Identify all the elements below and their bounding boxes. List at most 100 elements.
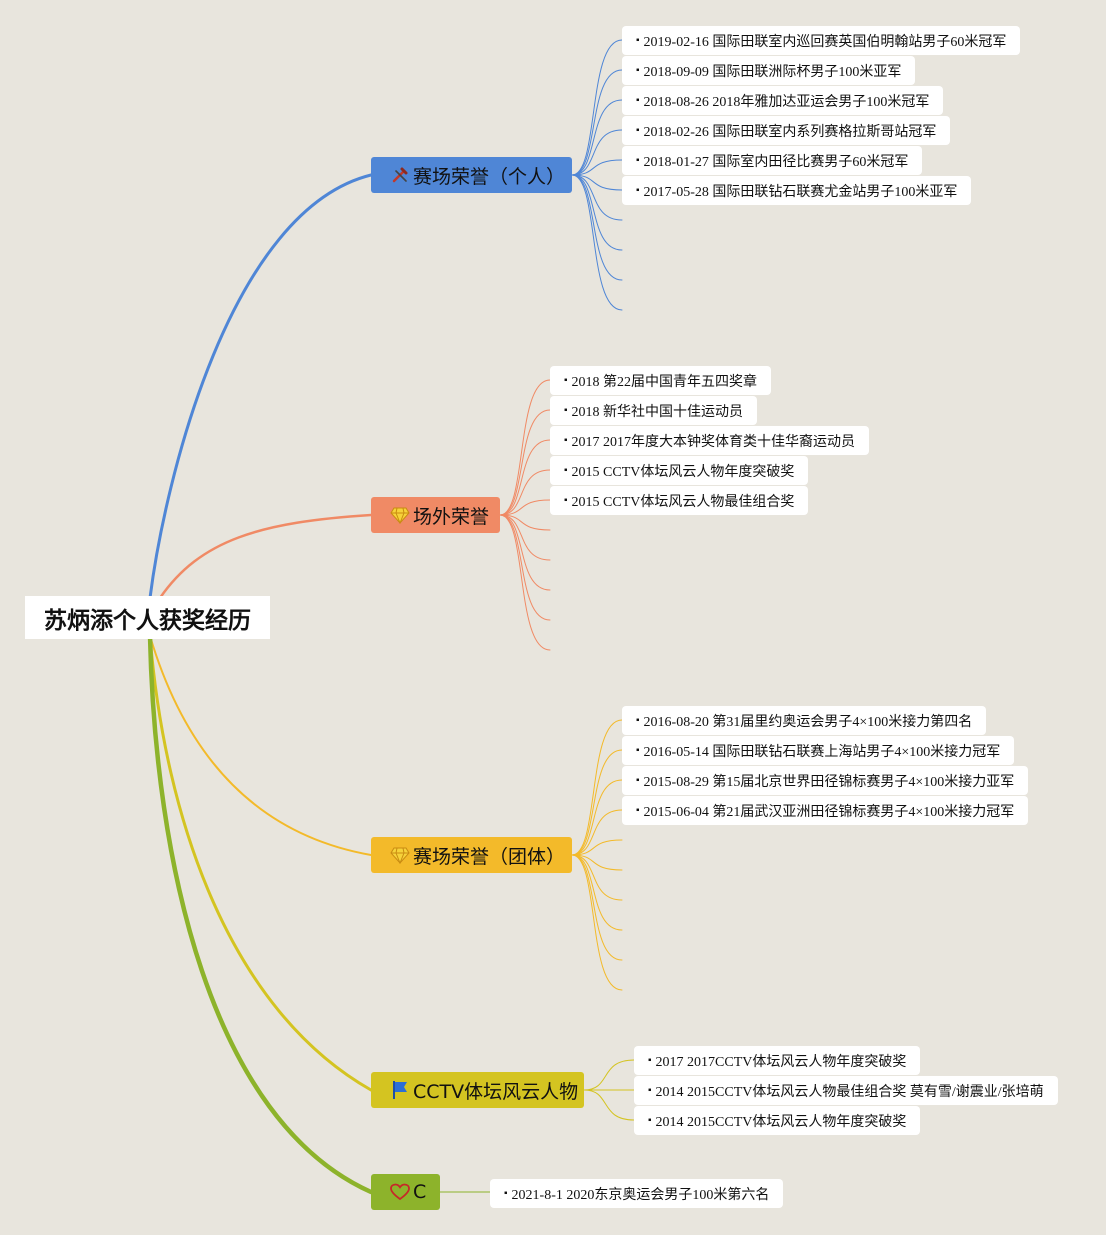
leaf-text: 2017 2017年度大本钟奖体育类十佳华裔运动员 bbox=[571, 434, 856, 450]
connector-line bbox=[571, 99, 623, 176]
leaf-text: 2017 2017CCTV体坛风云人物年度突破奖 bbox=[655, 1054, 907, 1070]
leaf-text: 2014 2015CCTV体坛风云人物年度突破奖 bbox=[655, 1114, 907, 1130]
connector-line bbox=[571, 854, 623, 961]
connector-line bbox=[571, 174, 623, 281]
connector-line bbox=[499, 439, 551, 516]
branch-label: CCTV体坛风云人物 bbox=[413, 1080, 579, 1103]
connector-line bbox=[149, 635, 372, 856]
connector-line bbox=[571, 174, 623, 221]
root-topic-label: 苏炳添个人获奖经历 bbox=[44, 607, 251, 634]
branch-c[interactable]: C bbox=[371, 1174, 440, 1210]
tools-icon bbox=[389, 164, 411, 186]
branch-label: 场外荣誉 bbox=[413, 505, 490, 528]
leaf-text: 2018-08-26 2018年雅加达亚运会男子100米冠军 bbox=[643, 94, 930, 110]
list-item[interactable]: ▪2018 新华社中国十佳运动员 bbox=[550, 396, 758, 425]
connector-line bbox=[499, 469, 551, 516]
connector-line bbox=[571, 854, 623, 901]
list-item[interactable]: ▪2018-01-27 国际室内田径比赛男子60米冠军 bbox=[622, 146, 923, 175]
connector-line bbox=[571, 809, 623, 856]
bullet-icon: ▪ bbox=[648, 1055, 652, 1066]
connector-line bbox=[571, 174, 623, 251]
bullet-icon: ▪ bbox=[564, 435, 568, 446]
branch-cctv-awards[interactable]: CCTV体坛风云人物 bbox=[371, 1072, 584, 1108]
bullet-icon: ▪ bbox=[648, 1085, 652, 1096]
connector-line bbox=[499, 514, 551, 531]
list-item[interactable]: ▪2015 CCTV体坛风云人物年度突破奖 bbox=[550, 456, 809, 485]
connector-line bbox=[147, 633, 374, 1195]
leaf-text: 2015-08-29 第15届北京世界田径锦标赛男子4×100米接力亚军 bbox=[643, 774, 1015, 790]
connector-line bbox=[148, 173, 373, 600]
leaf-text: 2015 CCTV体坛风云人物最佳组合奖 bbox=[571, 494, 795, 510]
connector-line bbox=[148, 634, 373, 1092]
list-item[interactable]: ▪2016-08-20 第31届里约奥运会男子4×100米接力第四名 bbox=[622, 706, 987, 735]
connector-line bbox=[571, 854, 623, 871]
connector-line bbox=[499, 499, 551, 516]
connector-line bbox=[571, 39, 623, 176]
bullet-icon: ▪ bbox=[564, 405, 568, 416]
bullet-icon: ▪ bbox=[636, 805, 640, 816]
list-item[interactable]: ▪2015-08-29 第15届北京世界田径锦标赛男子4×100米接力亚军 bbox=[622, 766, 1029, 795]
connector-line bbox=[499, 514, 551, 651]
leaf-text: 2014 2015CCTV体坛风云人物最佳组合奖 莫有雪/谢震业/张培萌 bbox=[655, 1084, 1044, 1100]
bullet-icon: ▪ bbox=[636, 95, 640, 106]
list-item[interactable]: ▪2021-8-1 2020东京奥运会男子100米第六名 bbox=[490, 1179, 784, 1208]
branch-team-honors[interactable]: 赛场荣誉（团体） bbox=[371, 837, 572, 873]
leaf-text: 2015-06-04 第21届武汉亚洲田径锦标赛男子4×100米接力冠军 bbox=[643, 804, 1015, 820]
branch-offfield-honors[interactable]: 场外荣誉 bbox=[371, 497, 500, 533]
list-item[interactable]: ▪2018-02-26 国际田联室内系列赛格拉斯哥站冠军 bbox=[622, 116, 951, 145]
root-topic[interactable]: 苏炳添个人获奖经历 bbox=[25, 596, 270, 639]
leaf-text: 2018-09-09 国际田联洲际杯男子100米亚军 bbox=[643, 64, 902, 80]
branch-label: 赛场荣誉（团体） bbox=[413, 845, 566, 868]
connector-line bbox=[571, 129, 623, 176]
bullet-icon: ▪ bbox=[636, 155, 640, 166]
connector-line bbox=[499, 409, 551, 516]
connector-line bbox=[583, 1089, 635, 1121]
list-item[interactable]: ▪2015 CCTV体坛风云人物最佳组合奖 bbox=[550, 486, 809, 515]
bullet-icon: ▪ bbox=[636, 745, 640, 756]
flag-icon bbox=[389, 1079, 411, 1101]
leaf-text: 2017-05-28 国际田联钻石联赛尤金站男子100米亚军 bbox=[643, 184, 958, 200]
list-item[interactable]: ▪2016-05-14 国际田联钻石联赛上海站男子4×100米接力冠军 bbox=[622, 736, 1015, 765]
bullet-icon: ▪ bbox=[564, 465, 568, 476]
connector-line bbox=[571, 749, 623, 856]
list-item[interactable]: ▪2019-02-16 国际田联室内巡回赛英国伯明翰站男子60米冠军 bbox=[622, 26, 1021, 55]
list-item[interactable]: ▪2017 2017CCTV体坛风云人物年度突破奖 bbox=[634, 1046, 921, 1075]
diamond-icon bbox=[389, 844, 411, 866]
list-item[interactable]: ▪2018-09-09 国际田联洲际杯男子100米亚军 bbox=[622, 56, 916, 85]
leaf-text: 2016-05-14 国际田联钻石联赛上海站男子4×100米接力冠军 bbox=[643, 744, 1001, 760]
leaf-text: 2018 新华社中国十佳运动员 bbox=[571, 404, 744, 420]
diamond-icon bbox=[389, 504, 411, 526]
list-item[interactable]: ▪2018 第22届中国青年五四奖章 bbox=[550, 366, 772, 395]
branch-label: 赛场荣誉（个人） bbox=[413, 165, 566, 188]
bullet-icon: ▪ bbox=[636, 35, 640, 46]
connector-line bbox=[571, 719, 623, 856]
bullet-icon: ▪ bbox=[636, 65, 640, 76]
leaf-text: 2019-02-16 国际田联室内巡回赛英国伯明翰站男子60米冠军 bbox=[643, 34, 1007, 50]
leaf-text: 2021-8-1 2020东京奥运会男子100米第六名 bbox=[511, 1187, 770, 1203]
leaf-text: 2018 第22届中国青年五四奖章 bbox=[571, 374, 758, 390]
bullet-icon: ▪ bbox=[636, 125, 640, 136]
bullet-icon: ▪ bbox=[564, 495, 568, 506]
bullet-icon: ▪ bbox=[636, 185, 640, 196]
list-item[interactable]: ▪2014 2015CCTV体坛风云人物最佳组合奖 莫有雪/谢震业/张培萌 bbox=[634, 1076, 1058, 1105]
connector-line bbox=[571, 854, 623, 991]
bullet-icon: ▪ bbox=[636, 715, 640, 726]
connector-line bbox=[571, 159, 623, 176]
connector-line bbox=[583, 1059, 635, 1091]
connector-line bbox=[571, 839, 623, 856]
connector-line bbox=[158, 513, 373, 600]
list-item[interactable]: ▪2014 2015CCTV体坛风云人物年度突破奖 bbox=[634, 1106, 921, 1135]
bullet-icon: ▪ bbox=[648, 1115, 652, 1126]
list-item[interactable]: ▪2015-06-04 第21届武汉亚洲田径锦标赛男子4×100米接力冠军 bbox=[622, 796, 1029, 825]
connector-line bbox=[571, 174, 623, 311]
leaf-text: 2016-08-20 第31届里约奥运会男子4×100米接力第四名 bbox=[643, 714, 973, 730]
list-item[interactable]: ▪2018-08-26 2018年雅加达亚运会男子100米冠军 bbox=[622, 86, 944, 115]
connector-line bbox=[499, 514, 551, 591]
list-item[interactable]: ▪2017-05-28 国际田联钻石联赛尤金站男子100米亚军 bbox=[622, 176, 972, 205]
branch-label: C bbox=[413, 1181, 427, 1203]
connector-line bbox=[499, 379, 551, 516]
list-item[interactable]: ▪2017 2017年度大本钟奖体育类十佳华裔运动员 bbox=[550, 426, 870, 455]
branch-individual-honors[interactable]: 赛场荣誉（个人） bbox=[371, 157, 572, 193]
connector-line bbox=[499, 514, 551, 621]
